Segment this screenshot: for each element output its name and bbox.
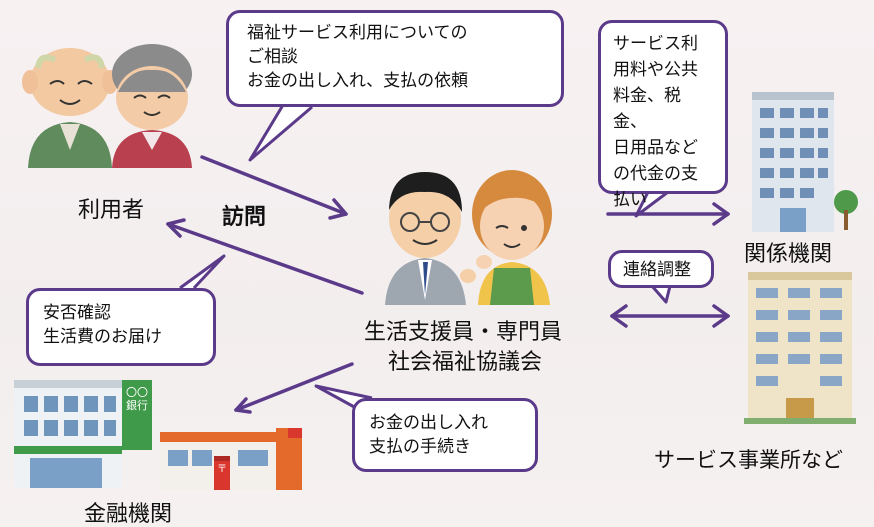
arrow-user-to-staff — [200, 155, 348, 216]
bank-sign: 〇〇銀行 — [126, 386, 148, 412]
label-visit: 訪問 — [222, 205, 267, 230]
staff-man-illustration — [385, 172, 476, 305]
bank-illustration — [14, 380, 152, 488]
bubble-tail-coordination — [650, 285, 672, 304]
bubble-tail-consult — [248, 104, 313, 162]
bubble-coordination: 連絡調整 — [608, 250, 714, 288]
elderly-man-illustration — [22, 48, 118, 168]
label-service-providers: サービス事業所など — [654, 448, 843, 472]
label-staff: 生活支援員・専門員 — [364, 320, 563, 345]
post-office-illustration: 〒 — [160, 428, 302, 490]
label-related-agencies: 関係機関 — [744, 242, 833, 267]
label-council: 社会福祉協議会 — [388, 350, 543, 375]
elderly-woman-illustration — [112, 44, 192, 168]
bubble-consultation: 福祉サービス利用についての ご相談 お金の出し入れ、支払の依頼 — [226, 10, 564, 107]
bubble-tail-safety — [179, 254, 226, 290]
service-facility-illustration — [744, 272, 856, 424]
bubble-payment: サービス利 用料や公共 料金、税金、 日用品など の代金の支 払い — [598, 20, 728, 210]
bubble-tail-payment — [634, 190, 669, 218]
staff-woman-illustration — [472, 170, 552, 305]
bubble-safety-check: 安否確認 生活費のお届け — [26, 288, 216, 366]
svg-text:〒: 〒 — [217, 464, 227, 475]
bubble-procedure: お金の出し入れ 支払の手続き — [352, 398, 538, 472]
arrow-staff-to-user — [166, 222, 364, 295]
arrow-staff-to-bank — [234, 362, 354, 412]
label-users: 利用者 — [78, 198, 145, 223]
office-building-illustration — [752, 92, 858, 232]
label-financial-institutions: 金融機関 — [84, 502, 173, 527]
